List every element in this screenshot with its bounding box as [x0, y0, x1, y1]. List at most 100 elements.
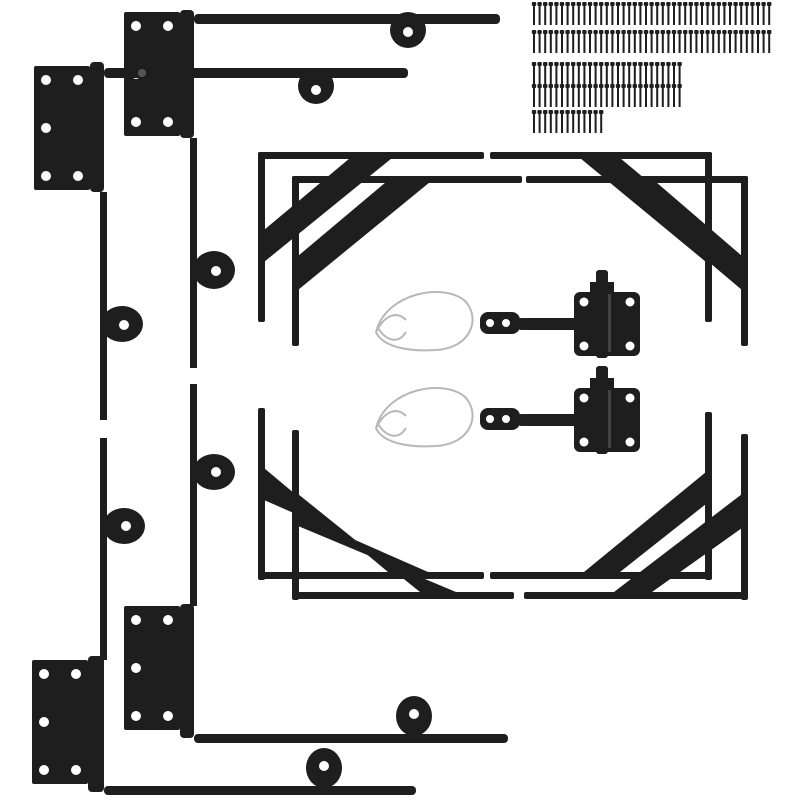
- screw: [643, 2, 649, 25]
- screw: [694, 2, 699, 25]
- screw: [677, 84, 682, 107]
- screw: [711, 30, 716, 53]
- screw: [638, 84, 643, 107]
- screw: [621, 30, 626, 53]
- screw: [621, 2, 626, 25]
- screw: [615, 84, 621, 107]
- screw: [761, 2, 766, 25]
- screw: [531, 62, 537, 85]
- screw: [587, 110, 593, 133]
- screw: [587, 84, 593, 107]
- screw: [610, 2, 615, 25]
- screw: [750, 2, 755, 25]
- screw: [632, 2, 637, 25]
- screw: [565, 62, 570, 85]
- screw: [565, 2, 570, 25]
- screw: [537, 84, 542, 107]
- screw: [576, 110, 581, 133]
- screw: [599, 110, 604, 133]
- screw: [750, 30, 755, 53]
- screw: [604, 84, 609, 107]
- screw: [705, 30, 710, 53]
- screw: [565, 30, 570, 53]
- screw: [571, 84, 576, 107]
- wire-lanyard-bottom: [375, 387, 474, 448]
- screw: [655, 84, 660, 107]
- screw: [722, 2, 727, 25]
- screw: [599, 30, 604, 53]
- screw: [543, 2, 548, 25]
- screw: [649, 62, 654, 85]
- screw: [643, 84, 649, 107]
- screw: [554, 62, 559, 85]
- screw: [671, 2, 677, 25]
- screw: [543, 110, 548, 133]
- screw: [531, 2, 537, 25]
- screw: [587, 2, 593, 25]
- screw: [582, 84, 587, 107]
- screw: [627, 84, 632, 107]
- screw: [559, 84, 565, 107]
- screw: [716, 2, 721, 25]
- screw: [694, 30, 699, 53]
- top-hinge-rear: [124, 10, 500, 368]
- screw: [576, 84, 581, 107]
- screw: [621, 62, 626, 85]
- screw: [543, 62, 548, 85]
- screw: [627, 2, 632, 25]
- screw: [548, 110, 553, 133]
- corner-brace-top-left: [258, 152, 522, 346]
- screw: [660, 2, 665, 25]
- bottom-hinge-rear: [124, 384, 508, 743]
- screw: [593, 2, 598, 25]
- screw-set: [531, 2, 772, 133]
- bottom-hinge-front: [32, 438, 416, 795]
- screw: [627, 30, 632, 53]
- screw: [537, 110, 542, 133]
- screw: [582, 62, 587, 85]
- screw: [733, 2, 738, 25]
- screw: [559, 2, 565, 25]
- screw: [660, 30, 665, 53]
- screw: [666, 62, 671, 85]
- screw: [761, 30, 766, 53]
- screw: [599, 84, 604, 107]
- screw: [610, 62, 615, 85]
- screw: [643, 30, 649, 53]
- screw: [587, 30, 593, 53]
- screw: [632, 84, 637, 107]
- screw: [649, 84, 654, 107]
- screw: [554, 110, 559, 133]
- screw: [604, 62, 609, 85]
- screw: [559, 62, 565, 85]
- screw: [531, 110, 537, 133]
- screw: [621, 84, 626, 107]
- screw: [643, 62, 649, 85]
- screw: [554, 30, 559, 53]
- screw: [615, 30, 621, 53]
- gate-latch-top: [480, 270, 640, 358]
- top-hinge-front: [34, 62, 408, 420]
- screw: [565, 110, 570, 133]
- screw: [655, 30, 660, 53]
- screw: [755, 30, 761, 53]
- screw: [677, 62, 682, 85]
- screw: [649, 30, 654, 53]
- screw: [571, 2, 576, 25]
- screw: [627, 62, 632, 85]
- screw: [655, 2, 660, 25]
- screw: [604, 2, 609, 25]
- screw: [739, 30, 744, 53]
- screw: [666, 84, 671, 107]
- screw: [671, 84, 677, 107]
- screw: [727, 2, 733, 25]
- screw: [543, 84, 548, 107]
- screw: [559, 30, 565, 53]
- screw: [548, 84, 553, 107]
- screw: [582, 2, 587, 25]
- screw: [604, 30, 609, 53]
- screw: [666, 30, 671, 53]
- screw: [638, 2, 643, 25]
- screw: [554, 2, 559, 25]
- screw: [576, 30, 581, 53]
